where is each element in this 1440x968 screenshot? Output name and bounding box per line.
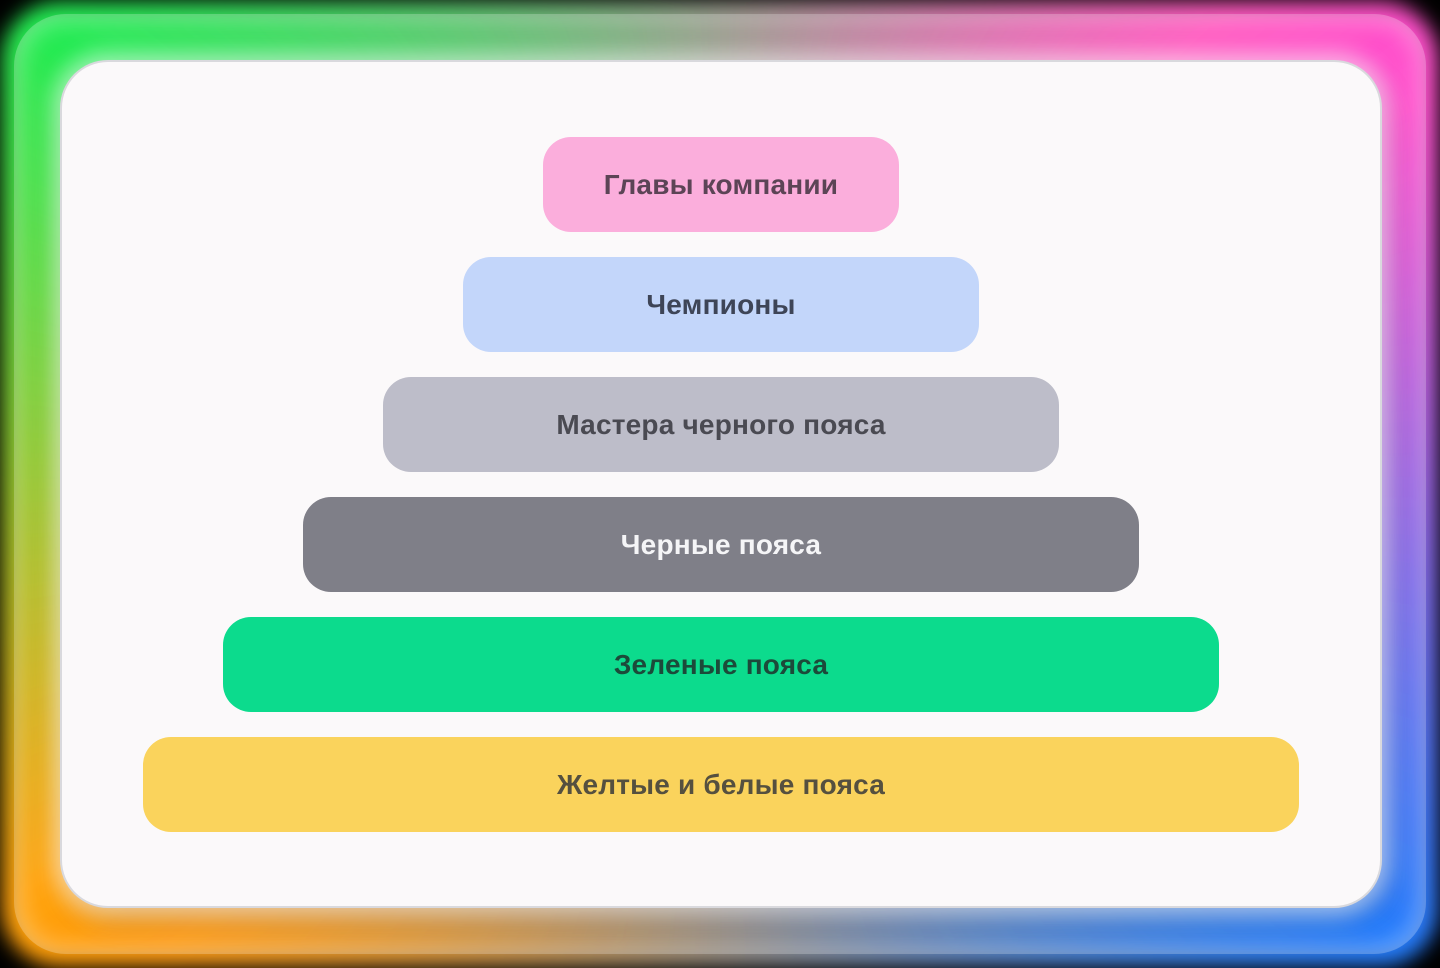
pyramid-level-label: Чемпионы xyxy=(646,288,796,320)
pyramid-level-1: Главы компании xyxy=(543,137,899,232)
pyramid-level-label: Черные пояса xyxy=(620,528,822,560)
pyramid-level-5: Зеленые пояса xyxy=(223,617,1219,712)
pyramid-level-2: Чемпионы xyxy=(463,257,979,352)
pyramid-level-label: Мастера черного пояса xyxy=(556,408,886,440)
pyramid-level-3: Мастера черного пояса xyxy=(383,377,1059,472)
pyramid-level-label: Желтые и белые пояса xyxy=(556,768,886,800)
pyramid-level-6: Желтые и белые пояса xyxy=(143,737,1299,832)
pyramid-level-label: Главы компании xyxy=(603,168,839,200)
pyramid-level-label: Зеленые пояса xyxy=(613,648,829,680)
pyramid-level-4: Черные пояса xyxy=(303,497,1139,592)
